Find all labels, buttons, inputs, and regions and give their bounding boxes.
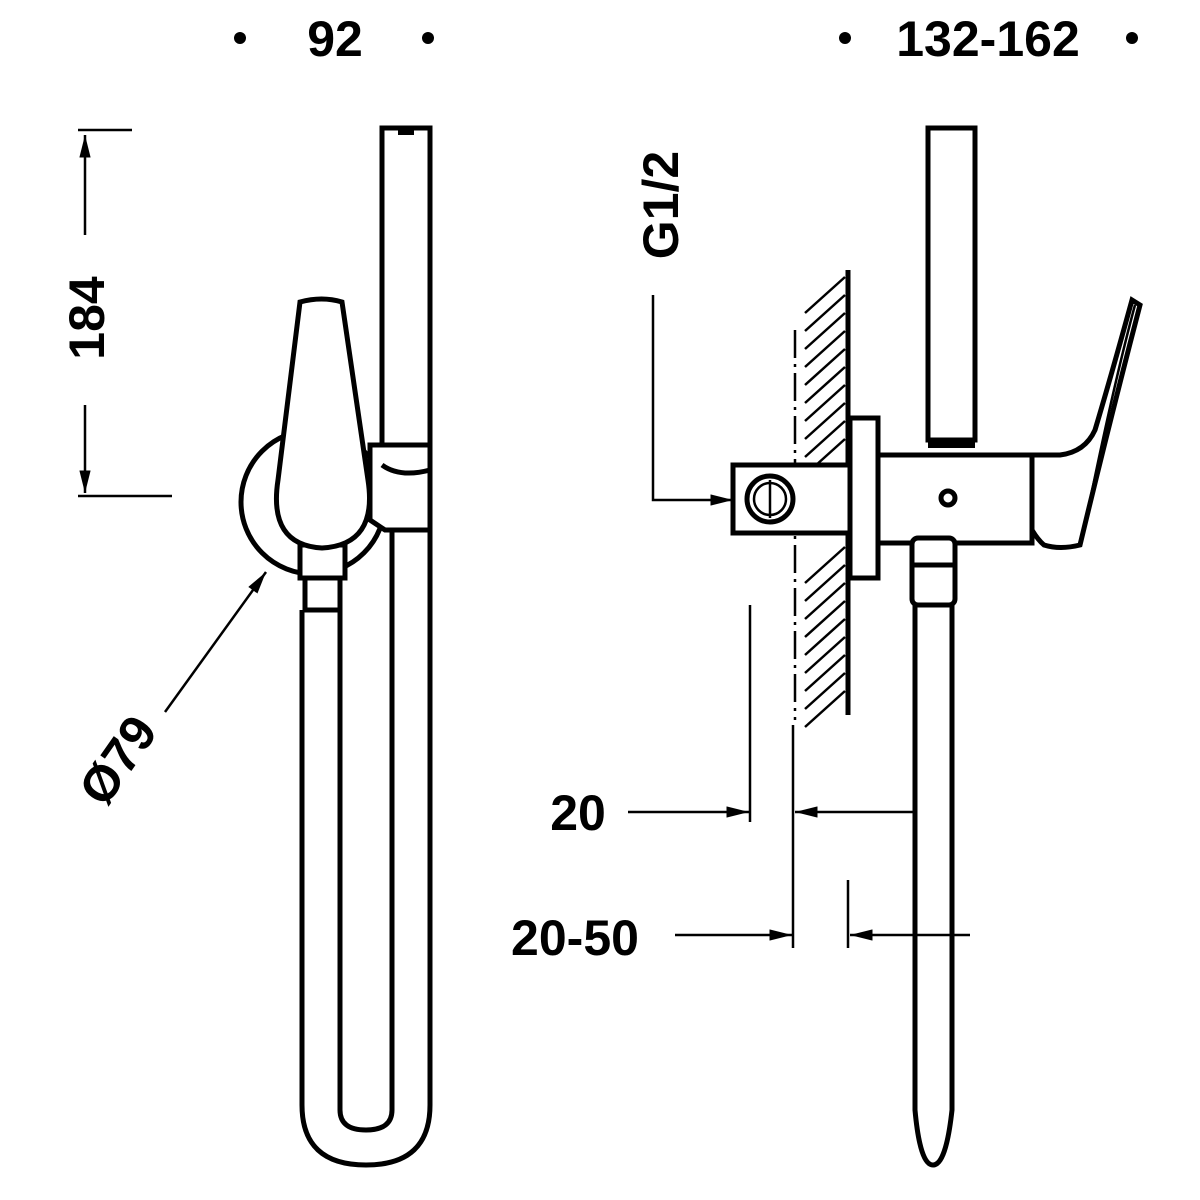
hatch-line xyxy=(804,654,846,692)
hatch-line xyxy=(804,690,846,728)
hatch-line xyxy=(804,672,846,710)
wall-offset-dimension: 20 xyxy=(550,605,915,948)
thread-label: G1/2 xyxy=(633,151,689,259)
hatch-line xyxy=(804,312,846,350)
height-dimension: 184 xyxy=(59,128,172,498)
shower-holder xyxy=(367,442,433,533)
dimension-dot xyxy=(234,32,246,44)
hand-shower xyxy=(379,125,433,451)
hatch-line xyxy=(804,618,846,656)
hatch-line xyxy=(804,600,846,638)
projection-dimension: 132-162 xyxy=(839,11,1138,67)
hatch-line xyxy=(804,384,846,422)
hose-side xyxy=(909,535,958,1168)
mixer-lever xyxy=(273,296,372,551)
dimension-dot xyxy=(839,32,851,44)
hatch-line xyxy=(804,582,846,620)
hatch-line xyxy=(804,294,846,332)
diameter-label: Ø79 xyxy=(68,705,168,815)
height-label: 184 xyxy=(59,276,115,360)
hatch-line xyxy=(804,402,846,440)
hatch-line xyxy=(804,636,846,674)
hatch-line xyxy=(804,330,846,368)
inlet-connector xyxy=(730,462,853,536)
hose-nut xyxy=(297,542,348,613)
diameter-dimension: Ø79 xyxy=(68,571,268,815)
flange xyxy=(847,415,881,581)
front-view: 92 184 xyxy=(59,11,434,1168)
dimension-dot xyxy=(422,32,434,44)
hatch-line xyxy=(804,420,846,458)
wall-range-dimension: 20-50 xyxy=(511,880,970,966)
width-dimension: 92 xyxy=(234,11,434,67)
thread-dimension: G1/2 xyxy=(633,151,733,506)
mixer-lever-side xyxy=(1029,296,1143,550)
projection-label: 132-162 xyxy=(896,11,1080,67)
wall-offset-label: 20 xyxy=(550,785,606,841)
width-label: 92 xyxy=(307,11,363,67)
wall-range-label: 20-50 xyxy=(511,910,639,966)
hatch-line xyxy=(804,276,846,314)
hatch-line xyxy=(804,546,846,584)
hand-shower-side xyxy=(925,125,978,448)
side-view: 132-162 xyxy=(511,11,1143,1168)
hatch-line xyxy=(804,348,846,386)
hatch-line xyxy=(804,564,846,602)
dimension-dot xyxy=(1126,32,1138,44)
hose xyxy=(299,530,433,1168)
mixer-body xyxy=(875,452,1035,546)
hatch-line xyxy=(804,366,846,404)
